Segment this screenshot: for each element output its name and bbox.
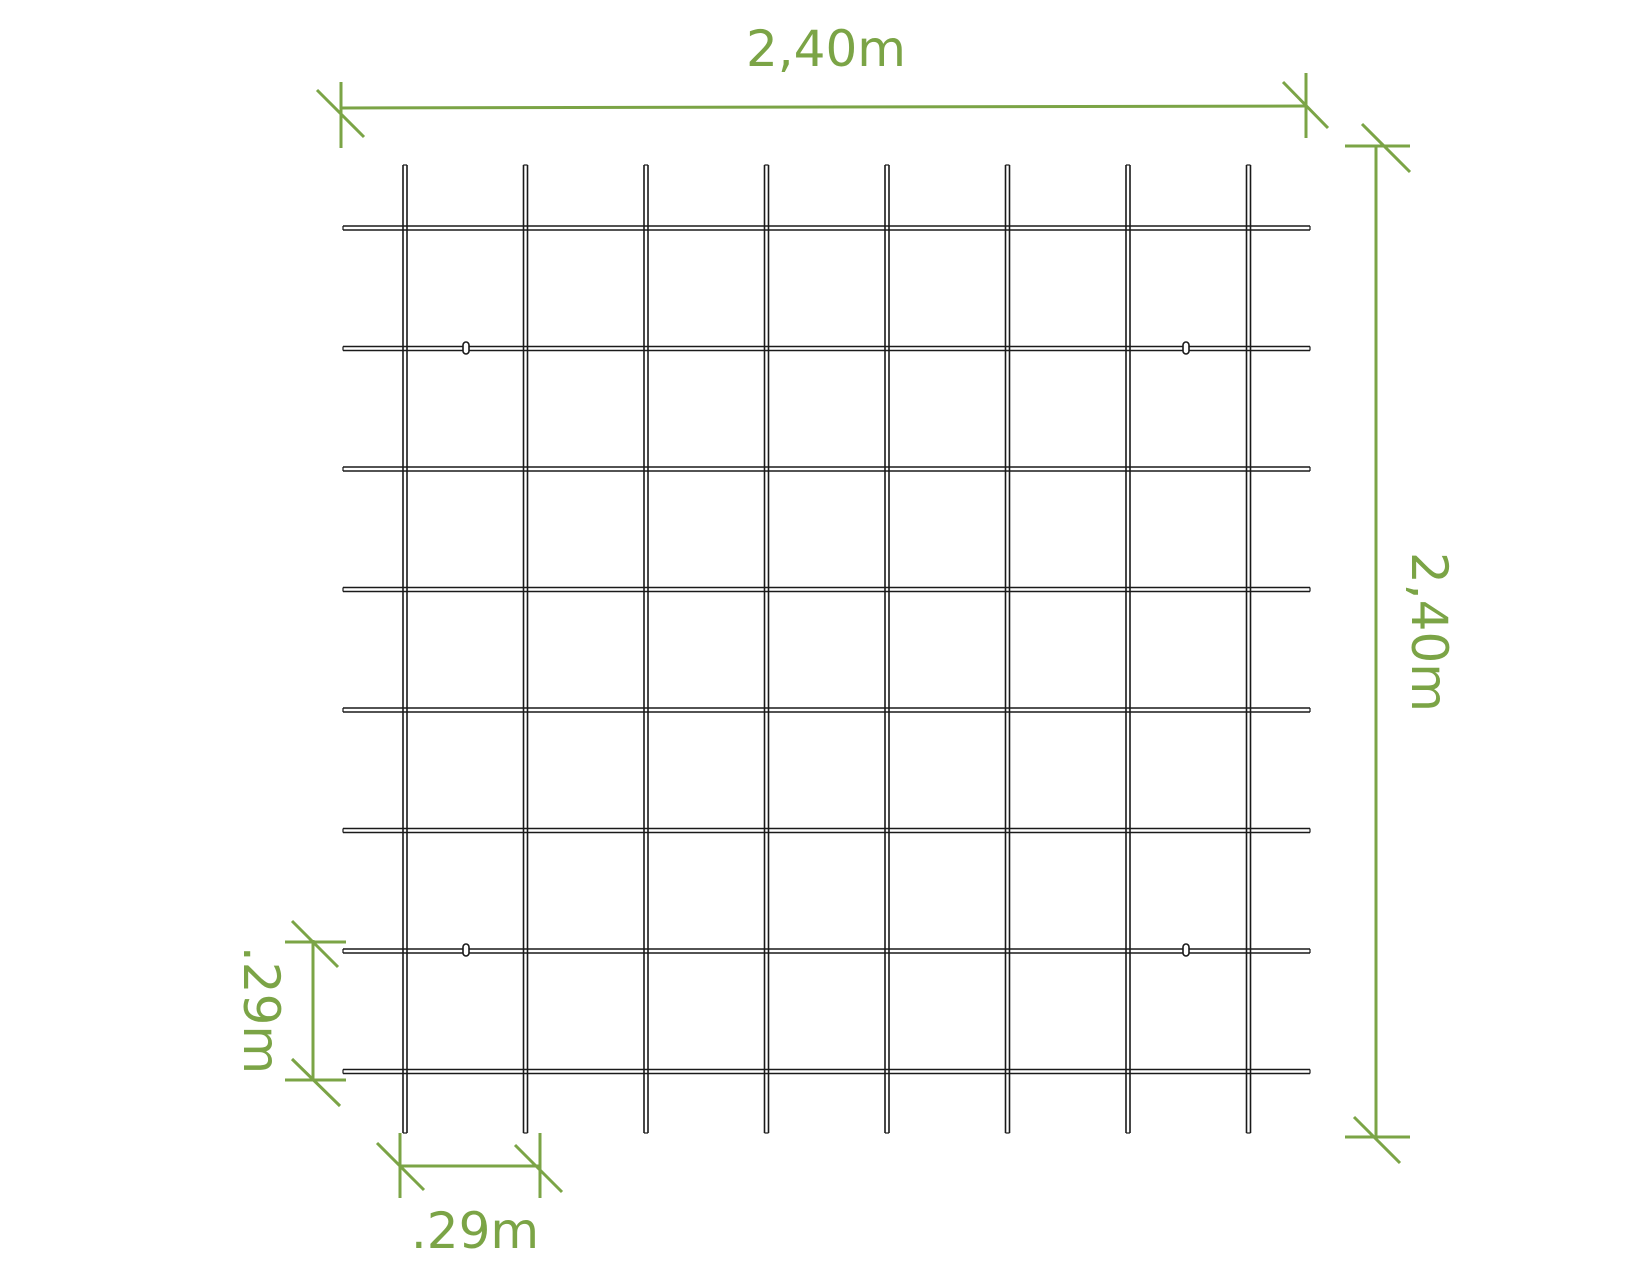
vertical-wire [402,164,408,1134]
cell-height-tick-top [290,919,340,969]
horizontal-wire [342,345,1311,352]
horizontal-wire [342,707,1311,713]
height-tick-bottom [1352,1115,1402,1165]
width-tick-left [315,88,366,139]
mesh-clips [462,341,1190,957]
horizontal-wire [342,466,1311,472]
height-tick-top [1360,122,1412,174]
vertical-wire [522,164,529,1134]
vertical-wire [763,164,770,1134]
wire-mesh [342,164,1311,1134]
total-height-label: 2,40m [1400,552,1458,712]
horizontal-wire [342,225,1311,231]
cell-width-label: .29m [411,1202,539,1260]
dimension-lines [285,73,1412,1198]
horizontal-wire [342,1068,1311,1075]
vertical-wire [1004,164,1011,1134]
width-dimension-line [339,104,1307,110]
cell-width-tick-right [513,1143,564,1194]
cell-height-label: .29m [232,946,290,1074]
mesh-clip [462,341,470,355]
vertical-wire [1245,164,1252,1134]
mesh-clip [1182,341,1190,355]
vertical-wire [643,164,649,1134]
mesh-clip [1182,943,1190,957]
total-width-label: 2,40m [746,20,906,78]
horizontal-wire [342,948,1311,954]
horizontal-wire [342,827,1311,834]
width-tick-right [1281,80,1330,130]
cell-width-tick-left [375,1141,426,1192]
cell-height-tick-bottom [290,1057,342,1108]
vertical-wire [884,164,890,1134]
horizontal-wire [342,586,1311,593]
mesh-clip [462,943,470,957]
vertical-wire [1125,164,1131,1134]
